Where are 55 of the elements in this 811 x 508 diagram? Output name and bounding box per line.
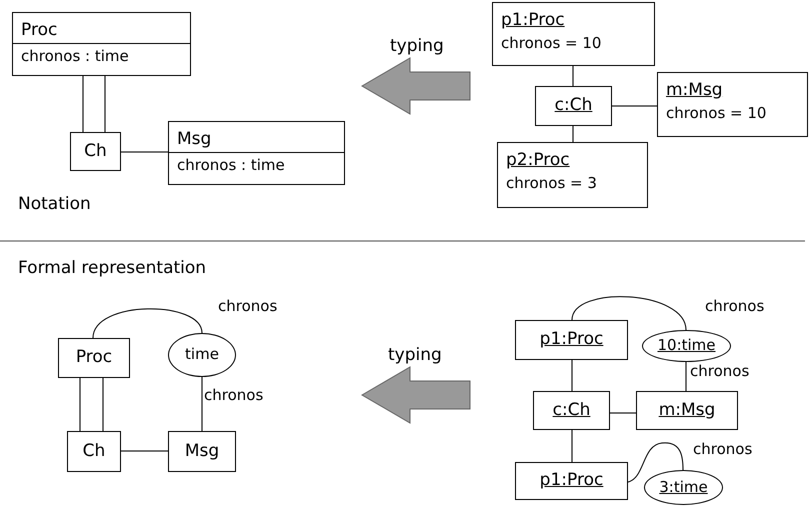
object-name: 3:time	[658, 478, 709, 496]
edge-label: chronos	[705, 297, 764, 315]
attribute-text: chronos = 10	[665, 102, 768, 124]
object-name: m:Msg	[665, 79, 724, 101]
object-box	[657, 72, 808, 137]
object-name: p2:Proc	[505, 149, 571, 171]
connector-line	[104, 76, 106, 132]
caption-text: typing	[388, 345, 442, 365]
class-name: Proc	[74, 348, 114, 368]
attribute-text: chronos : time	[20, 46, 130, 67]
section-title: Notation	[18, 194, 91, 214]
object-name: c:Ch	[554, 96, 594, 116]
edge-label: chronos	[218, 297, 278, 315]
object-name: 10:time	[656, 337, 717, 355]
object-name: p1:Proc	[538, 471, 604, 491]
connector-line	[120, 450, 168, 452]
object-name: p1:Proc	[500, 9, 566, 31]
class-box	[12, 12, 191, 76]
object-name: c:Ch	[552, 400, 592, 420]
connector-line	[628, 442, 684, 482]
object-box	[515, 320, 628, 360]
object-box	[636, 391, 738, 430]
object-box	[515, 462, 628, 500]
object-box	[533, 391, 610, 430]
class-name: Ch	[83, 142, 108, 162]
class-name: Ch	[82, 442, 106, 462]
edge-label: chronos	[204, 386, 264, 404]
object-box	[492, 2, 655, 66]
caption-text: typing	[390, 36, 444, 56]
attribute-text: chronos = 10	[500, 32, 602, 54]
class-name: Msg	[184, 442, 220, 462]
section-title: Formal representation	[18, 258, 206, 278]
connector-line	[572, 296, 686, 330]
connector-line	[610, 412, 636, 414]
attribute-text: chronos : time	[176, 154, 286, 176]
connector-line	[82, 76, 84, 132]
connector-line	[92, 308, 202, 338]
class-box	[168, 121, 345, 185]
class-box	[70, 132, 121, 171]
edge-label: chronos	[693, 440, 752, 458]
attribute-text: chronos = 3	[505, 172, 598, 194]
class-name: Proc	[13, 13, 190, 44]
class-box	[168, 431, 236, 472]
connector-line	[572, 66, 574, 86]
class-box	[67, 431, 121, 472]
object-name: p1:Proc	[538, 330, 604, 350]
object-box	[497, 142, 648, 208]
object-name: m:Msg	[658, 400, 716, 420]
class-box	[58, 338, 130, 378]
connector-line	[102, 378, 104, 432]
class-name: Msg	[169, 122, 344, 153]
object-box	[535, 86, 612, 126]
class-name: time	[184, 346, 220, 364]
edge-label: chronos	[690, 362, 750, 380]
connector-line	[572, 126, 574, 142]
